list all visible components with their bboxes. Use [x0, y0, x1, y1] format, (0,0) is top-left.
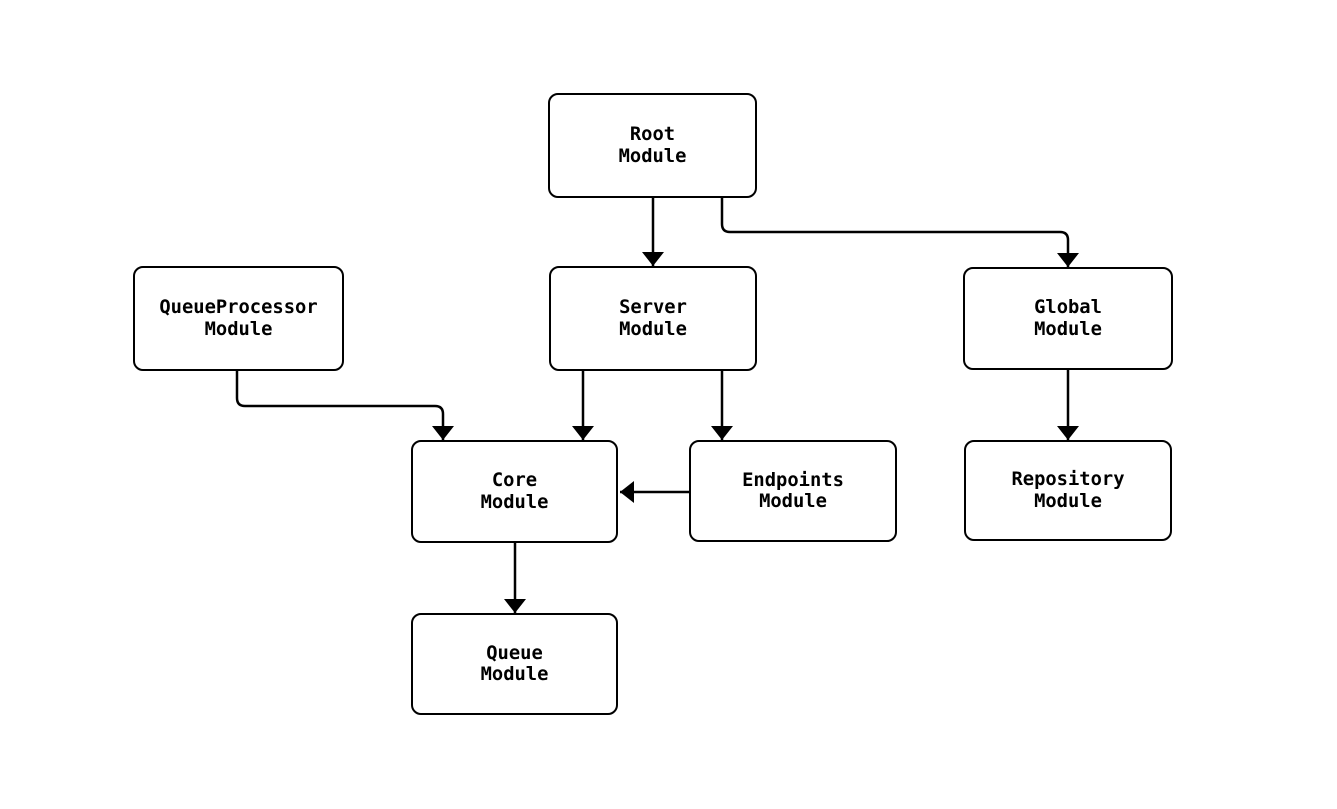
node-repository: Repository Module [964, 440, 1172, 541]
node-label-queue: Queue Module [480, 642, 549, 686]
node-root: Root Module [548, 93, 757, 198]
node-label-core: Core Module [480, 470, 549, 513]
edge-queueprocessor-to-core [235, 371, 454, 440]
node-label-repository: Repository Module [1011, 469, 1125, 512]
node-label-endpoints: Endpoints Module [742, 469, 844, 513]
node-global: Global Module [963, 267, 1173, 370]
node-server: Server Module [549, 266, 757, 371]
node-core: Core Module [411, 440, 618, 543]
node-endpoints: Endpoints Module [689, 440, 897, 542]
node-label-server: Server Module [619, 297, 687, 340]
node-label-queueprocessor: QueueProcessor Module [159, 297, 318, 340]
node-label-global: Global Module [1034, 297, 1102, 340]
node-label-root: Root Module [618, 124, 687, 167]
node-queueprocessor: QueueProcessor Module [133, 266, 344, 371]
node-queue: Queue Module [411, 613, 618, 715]
edge-root-to-global [720, 198, 1079, 267]
